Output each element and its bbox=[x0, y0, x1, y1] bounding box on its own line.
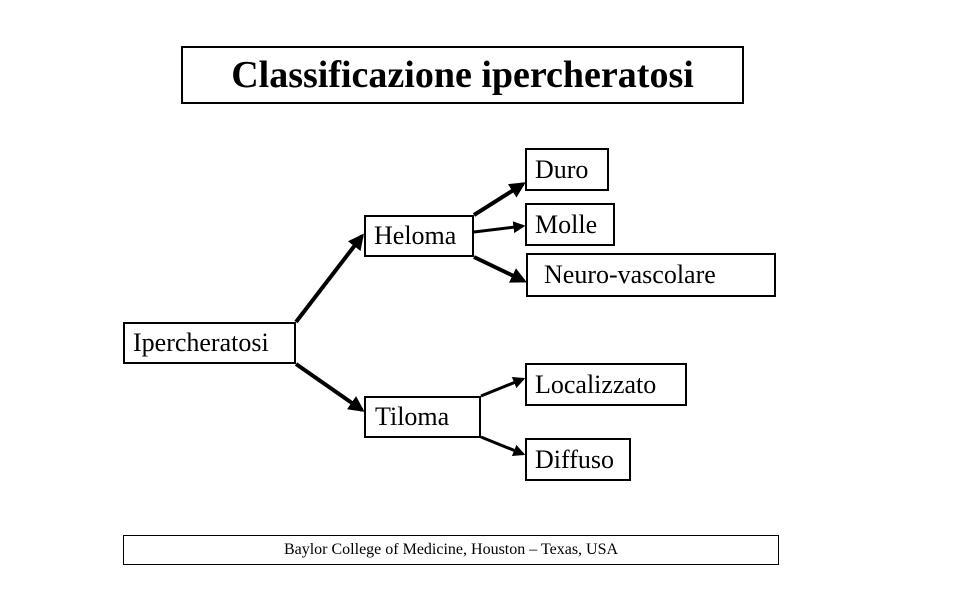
node-heloma: Heloma bbox=[364, 215, 474, 257]
node-label: Heloma bbox=[374, 221, 457, 250]
node-label: Duro bbox=[535, 154, 589, 184]
node-duro: Duro bbox=[525, 148, 609, 191]
diagram-title-text: Classificazione ipercheratosi bbox=[231, 54, 694, 96]
node-localizzato: Localizzato bbox=[525, 363, 687, 406]
arrow-heloma-to-duro bbox=[472, 182, 526, 217]
node-ipercheratosi: Ipercheratosi bbox=[123, 322, 296, 364]
node-tiloma: Tiloma bbox=[364, 396, 481, 438]
arrow-heloma-to-neuro bbox=[473, 255, 527, 283]
source-footer-text: Baylor College of Medicine, Houston – Te… bbox=[283, 541, 619, 558]
node-label: Localizzato bbox=[535, 369, 657, 399]
node-label: Neuro-vascolare bbox=[544, 260, 716, 289]
node-label: Tiloma bbox=[375, 402, 450, 431]
node-diffuso: Diffuso bbox=[525, 438, 631, 481]
arrow-tiloma-to-diffuso bbox=[480, 435, 526, 456]
arrow-root-to-heloma bbox=[294, 233, 364, 324]
node-neuro-vascolare: Neuro-vascolare bbox=[526, 253, 776, 297]
source-footer: Baylor College of Medicine, Houston – Te… bbox=[123, 535, 779, 565]
node-molle: Molle bbox=[525, 203, 615, 246]
arrow-root-to-tiloma bbox=[294, 362, 365, 412]
node-label: Diffuso bbox=[535, 444, 614, 474]
node-label: Ipercheratosi bbox=[133, 328, 269, 357]
arrow-tiloma-to-localizzato bbox=[480, 377, 526, 398]
node-label: Molle bbox=[535, 209, 598, 239]
arrow-heloma-to-molle bbox=[473, 221, 526, 234]
diagram-title: Classificazione ipercheratosi bbox=[181, 46, 744, 104]
